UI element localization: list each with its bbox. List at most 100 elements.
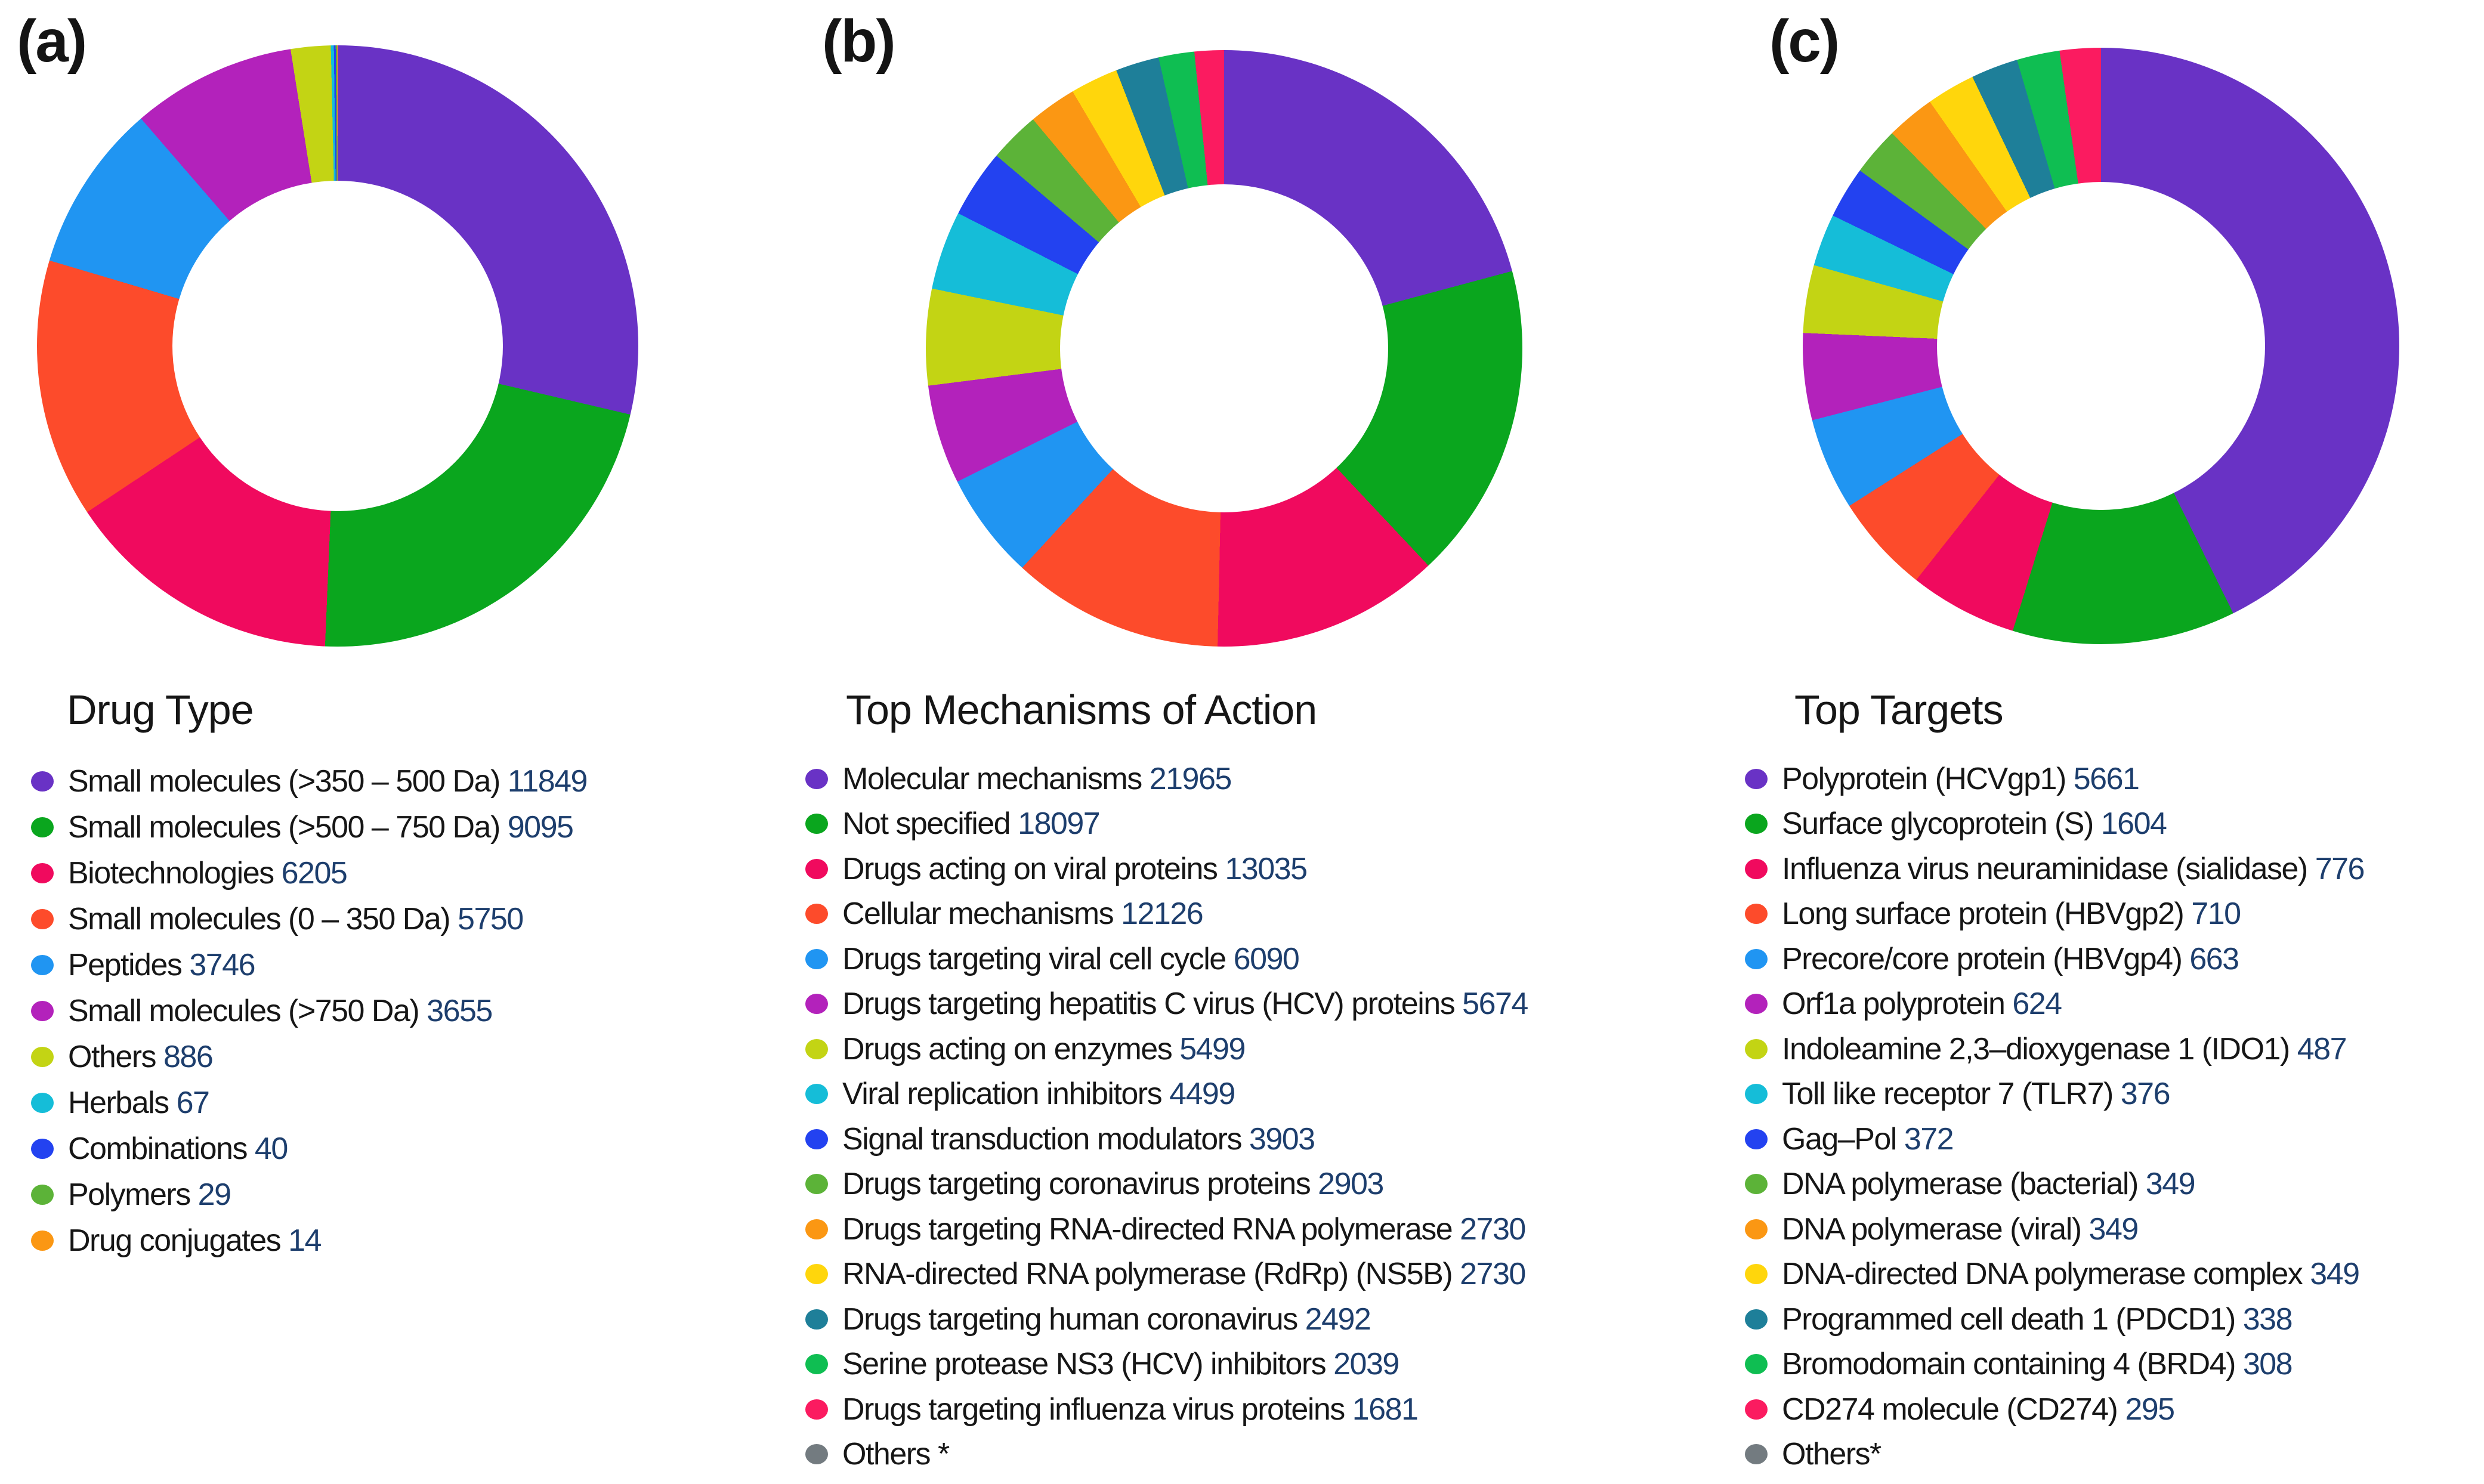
donut-hole: [172, 180, 503, 512]
legend-text: Gag–Pol 372: [1782, 1121, 1954, 1157]
legend-bullet-icon: [805, 1219, 828, 1239]
legend-value: 5661: [2073, 761, 2140, 796]
legend-item: Drugs targeting coronavirus proteins 290…: [805, 1162, 1528, 1207]
legend-label: Serine protease NS3 (HCV) inhibitors: [842, 1347, 1327, 1382]
legend-label: Signal transduction modulators: [842, 1121, 1242, 1157]
legend-text: Surface glycoprotein (S) 1604: [1782, 806, 2167, 842]
legend-item: Indoleamine 2,3–dioxygenase 1 (IDO1) 487: [1745, 1027, 2364, 1072]
legend-bullet-icon: [31, 817, 54, 837]
legend-value: 1604: [2100, 806, 2167, 842]
legend-text: Indoleamine 2,3–dioxygenase 1 (IDO1) 487: [1782, 1031, 2347, 1067]
legend-label: Not specified: [842, 806, 1011, 842]
legend-label: Drugs acting on viral proteins: [842, 851, 1218, 886]
legend-value: 3655: [427, 993, 493, 1028]
legend-label: Others *: [842, 1437, 950, 1472]
legend-value: 624: [2012, 987, 2062, 1022]
legend-item: RNA-directed RNA polymerase (RdRp) (NS5B…: [805, 1252, 1528, 1297]
legend-item: Small molecules (0 – 350 Da) 5750: [31, 896, 587, 942]
legend-text: Signal transduction modulators 3903: [842, 1121, 1315, 1157]
legend-bullet-icon: [31, 771, 54, 792]
legend-bullet-icon: [1745, 814, 1768, 834]
legend-bullet-icon: [1745, 1309, 1768, 1330]
legend-label: Gag–Pol: [1782, 1121, 1897, 1157]
legend-text: Drugs targeting RNA-directed RNA polymer…: [842, 1211, 1526, 1247]
legend-text: Orf1a polyprotein 624: [1782, 986, 2062, 1022]
legend-value: 376: [2120, 1077, 2171, 1112]
legend-text: Drugs acting on viral proteins 13035: [842, 851, 1308, 887]
legend-text: Small molecules (0 – 350 Da) 5750: [68, 901, 524, 937]
legend-bullet-icon: [31, 954, 54, 975]
donut-hole: [1060, 184, 1388, 512]
legend-text: Drugs targeting viral cell cycle 6090: [842, 941, 1300, 977]
legend-bullet-icon: [1745, 1174, 1768, 1195]
legend-bullet-icon: [805, 1084, 828, 1105]
legend-value: 21965: [1149, 761, 1232, 796]
legend-text: Others*: [1782, 1436, 1881, 1472]
legend-text: Bromodomain containing 4 (BRD4) 308: [1782, 1346, 2293, 1382]
legend-item: Serine protease NS3 (HCV) inhibitors 203…: [805, 1342, 1528, 1387]
legend-label: Programmed cell death 1 (PDCD1): [1782, 1301, 2236, 1337]
legend-value: 338: [2242, 1301, 2293, 1337]
legend-text: Others 886: [68, 1039, 214, 1075]
legend-text: Herbals 67: [68, 1085, 210, 1121]
legend-label: Polyprotein (HCVgp1): [1782, 761, 2066, 796]
legend-text: Precore/core protein (HBVgp4) 663: [1782, 941, 2239, 977]
legend-value: 487: [2297, 1031, 2347, 1066]
legend-value: 372: [1904, 1121, 1954, 1157]
legend-value: 349: [2310, 1257, 2360, 1292]
legend-label: Small molecules (0 – 350 Da): [68, 901, 451, 936]
legend-item: Toll like receptor 7 (TLR7) 376: [1745, 1072, 2364, 1117]
legend-bullet-icon: [805, 1399, 828, 1420]
legend-item: Polymers 29: [31, 1171, 587, 1217]
legend-text: Toll like receptor 7 (TLR7) 376: [1782, 1076, 2171, 1112]
legend-text: CD274 molecule (CD274) 295: [1782, 1392, 2175, 1427]
legend-label: Drugs targeting RNA-directed RNA polymer…: [842, 1211, 1453, 1247]
legend-value: 776: [2315, 851, 2365, 886]
legend-label: Peptides: [68, 947, 183, 982]
legend-item: Polyprotein (HCVgp1) 5661: [1745, 756, 2364, 802]
legend-bullet-icon: [805, 1309, 828, 1330]
donut-chart-targets: [1803, 48, 2399, 644]
legend-item: Long surface protein (HBVgp2) 710: [1745, 892, 2364, 937]
legend-value: 2730: [1460, 1211, 1526, 1247]
legend-label: Herbals: [68, 1085, 169, 1120]
legend-value: 13035: [1225, 851, 1308, 886]
legend-item: Combinations 40: [31, 1126, 587, 1171]
legend-item: Biotechnologies 6205: [31, 850, 587, 896]
legend-bullet-icon: [805, 768, 828, 789]
legend-bullet-icon: [31, 1138, 54, 1159]
legend-item: Drugs targeting influenza virus proteins…: [805, 1387, 1528, 1432]
legend-text: Peptides 3746: [68, 947, 256, 983]
legend-value: 67: [176, 1085, 210, 1120]
legend-text: Cellular mechanisms 12126: [842, 896, 1204, 932]
legend-label: Polymers: [68, 1177, 191, 1212]
panel-label-c: (c): [1769, 8, 1840, 75]
legend-label: DNA-directed DNA polymerase complex: [1782, 1257, 2303, 1292]
legend-item: Small molecules (>500 – 750 Da) 9095: [31, 804, 587, 850]
legend-text: DNA polymerase (bacterial) 349: [1782, 1166, 2196, 1202]
legend-text: Not specified 18097: [842, 806, 1101, 842]
legend-value: 40: [254, 1131, 288, 1166]
legend-label: Molecular mechanisms: [842, 761, 1142, 796]
legend-value: 2730: [1460, 1257, 1526, 1292]
legend-bullet-icon: [1745, 948, 1768, 969]
legend-label: Drugs acting on enzymes: [842, 1031, 1173, 1066]
donut-chart-drug-type: [37, 45, 638, 647]
legend-item: Drugs acting on enzymes 5499: [805, 1027, 1528, 1072]
legend-value: 2492: [1305, 1301, 1371, 1337]
legend-text: DNA polymerase (viral) 349: [1782, 1211, 2139, 1247]
legend-bullet-icon: [805, 1264, 828, 1285]
legend-bullet-icon: [1745, 1084, 1768, 1105]
legend-label: Long surface protein (HBVgp2): [1782, 896, 2185, 932]
legend-label: Bromodomain containing 4 (BRD4): [1782, 1347, 2236, 1382]
legend-item: Molecular mechanisms 21965: [805, 756, 1528, 802]
legend-bullet-icon: [805, 904, 828, 925]
legend-item: Surface glycoprotein (S) 1604: [1745, 802, 2364, 847]
legend-text: Polymers 29: [68, 1177, 231, 1213]
legend-label: Drugs targeting coronavirus proteins: [842, 1167, 1311, 1202]
legend-item: Viral replication inhibitors 4499: [805, 1072, 1528, 1117]
donut-chart-mechanisms: [926, 50, 1522, 647]
